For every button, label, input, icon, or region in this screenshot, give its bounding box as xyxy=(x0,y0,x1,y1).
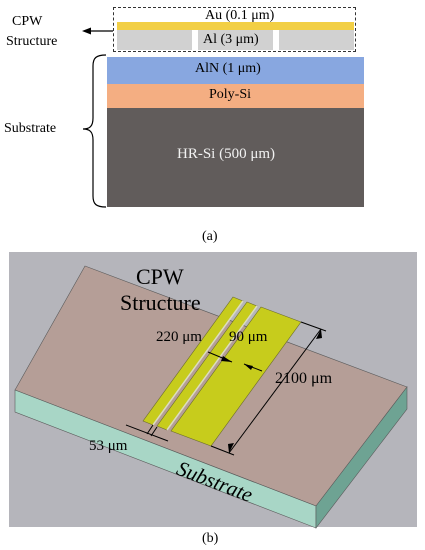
dim-53-label: 53 μm xyxy=(89,438,128,454)
label-cpw-line1: CPW xyxy=(12,14,43,29)
cpw-slot-2 xyxy=(166,305,258,431)
cpw-title-line1: CPW xyxy=(136,264,184,289)
dim-2100-ext-top xyxy=(300,321,327,332)
cpw-title-line2: Structure xyxy=(120,290,201,315)
dim-90-label: 90 μm xyxy=(229,329,268,345)
layer-aln xyxy=(107,57,364,84)
substrate-brace xyxy=(82,54,107,208)
cpw-dashed-outline xyxy=(113,7,356,52)
caption-a: (a) xyxy=(202,229,218,244)
label-substrate-a: Substrate xyxy=(4,121,57,136)
layer-polysi xyxy=(107,84,364,108)
layer-hrsi xyxy=(107,108,364,207)
caption-b: (b) xyxy=(202,531,219,546)
cpw-slot-1 xyxy=(152,300,244,426)
dim-2100-arrow-bottom xyxy=(228,443,234,453)
label-au: Au (0.1 μm) xyxy=(205,8,275,23)
dim-2100-line xyxy=(228,328,322,454)
dim-53-line xyxy=(125,424,169,442)
dim-220-label: 220 μm xyxy=(156,329,202,345)
layer-al-right xyxy=(279,30,354,50)
dim-2100-label: 2100 μm xyxy=(275,370,333,387)
label-polysi: Poly-Si xyxy=(209,87,252,102)
label-aln: AlN (1 μm) xyxy=(195,61,261,76)
cpw-arrowhead xyxy=(82,27,91,35)
substrate-side-face xyxy=(315,386,408,529)
layer-au xyxy=(117,22,354,30)
dim-53-ext-left xyxy=(146,424,154,435)
label-cpw-line2: Structure xyxy=(6,34,58,49)
dim-220-arrow xyxy=(221,356,232,362)
dim-90-arrow xyxy=(244,364,253,370)
dim-2100-ext-bottom xyxy=(210,445,235,456)
layer-al-left xyxy=(117,30,192,50)
layer-al-center xyxy=(198,30,273,50)
label-hrsi: HR-Si (500 μm) xyxy=(177,146,276,162)
label-al: Al (3 μm) xyxy=(203,32,259,47)
dim-2100-arrow-top xyxy=(316,329,322,339)
panel-a-annotations xyxy=(82,27,113,208)
